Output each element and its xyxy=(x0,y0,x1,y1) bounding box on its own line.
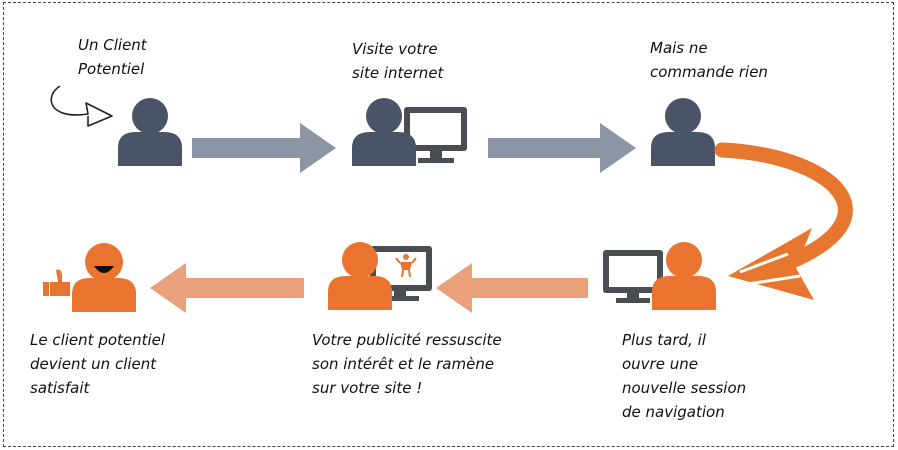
person-icon-prospect xyxy=(118,98,182,166)
person-icon-no-order xyxy=(651,98,715,166)
person-icon-retargeted xyxy=(328,242,392,310)
dashed-border xyxy=(3,2,894,447)
step-label-retargeting: Votre publicité ressuscite son intérêt e… xyxy=(312,328,502,400)
person-icon-returning xyxy=(652,242,716,310)
label-line: Potentiel xyxy=(78,60,145,78)
label-line: devient un client xyxy=(30,355,157,373)
arrow-right-1 xyxy=(192,123,336,173)
label-line: Plus tard, il xyxy=(622,331,706,349)
step-label-satisfied: Le client potentiel devient un client sa… xyxy=(30,328,165,400)
label-line: Le client potentiel xyxy=(30,331,166,349)
ad-figure-icon xyxy=(395,254,417,278)
monitor-icon-new-session xyxy=(603,250,663,303)
label-line: sur votre site ! xyxy=(312,379,423,397)
hand-drawn-pointer-icon xyxy=(50,85,113,127)
curved-return-arrow xyxy=(714,142,853,300)
step-label-prospect: Un Client Potentiel xyxy=(78,33,147,81)
label-line: ouvre une xyxy=(622,355,698,373)
person-icon-visitor xyxy=(352,98,416,166)
label-line: de navigation xyxy=(622,403,725,421)
label-line: Votre publicité ressuscite xyxy=(312,331,502,349)
arrow-left-2 xyxy=(150,263,304,313)
label-line: satisfait xyxy=(30,379,90,397)
step-label-new-session: Plus tard, il ouvre une nouvelle session… xyxy=(622,328,746,424)
label-line: commande rien xyxy=(650,63,768,81)
step-label-visit: Visite votre site internet xyxy=(352,37,443,85)
label-line: Mais ne xyxy=(650,39,708,57)
label-line: Un Client xyxy=(78,36,147,54)
monitor-icon-visit xyxy=(404,107,467,163)
person-icon-satisfied xyxy=(72,243,136,312)
thumbs-up-icon xyxy=(43,269,70,296)
label-line: nouvelle session xyxy=(622,379,747,397)
label-line: Visite votre xyxy=(352,40,438,58)
label-line: son intérêt et le ramène xyxy=(312,355,495,373)
arrow-right-2 xyxy=(488,123,636,173)
label-line: site internet xyxy=(352,64,444,82)
arrow-left-1 xyxy=(436,263,588,313)
step-label-no-order: Mais ne commande rien xyxy=(650,36,768,84)
